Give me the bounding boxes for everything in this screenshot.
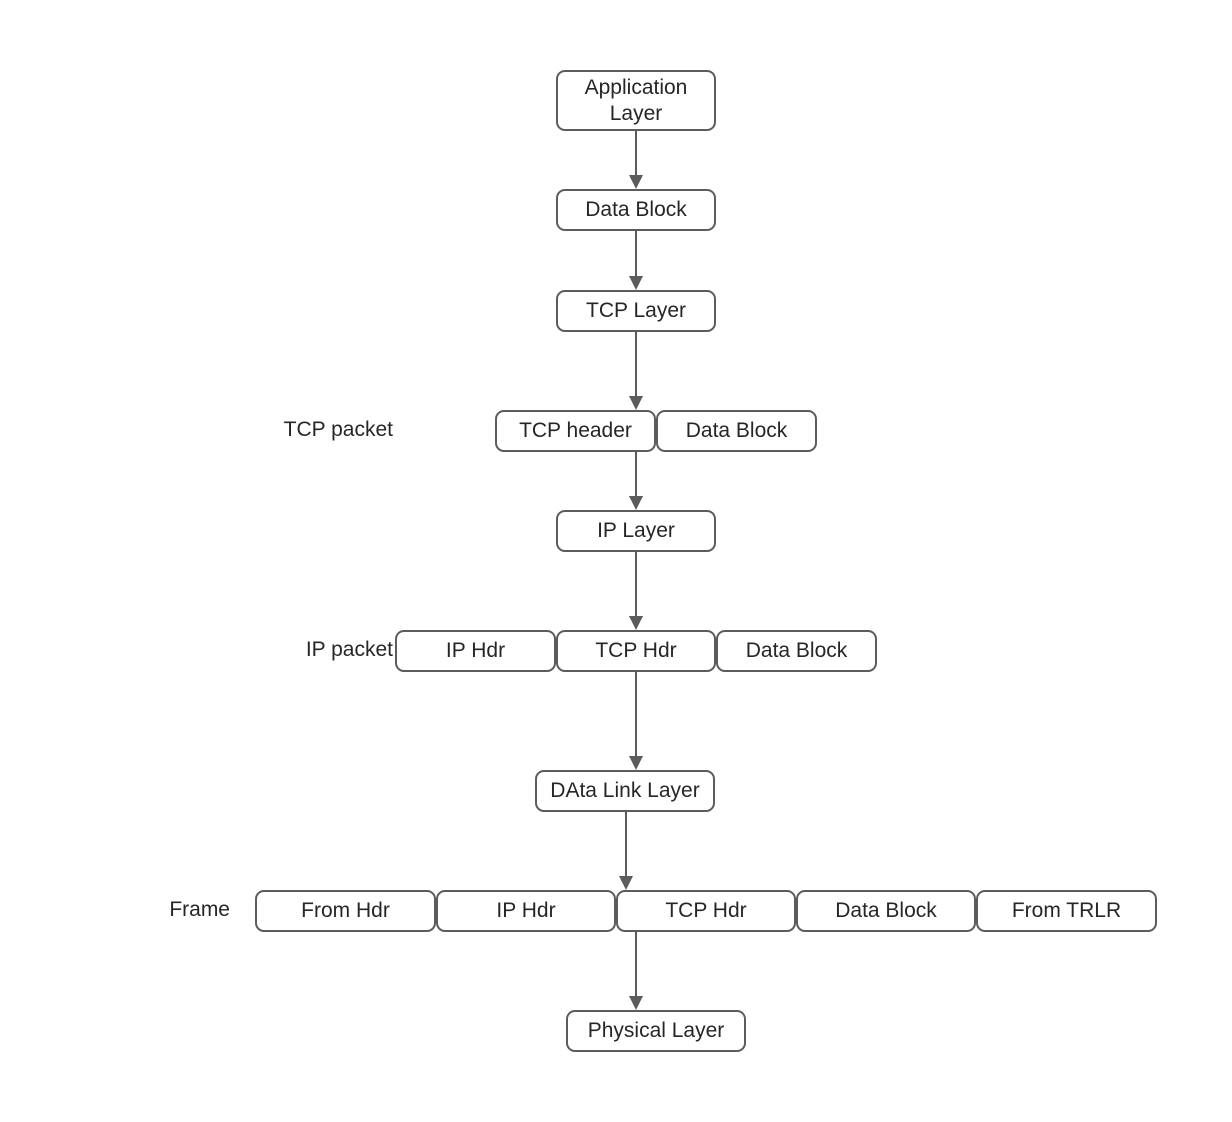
arrow-tcp-layer-to-tcp-packet (629, 332, 643, 410)
segment-ip-packet-data-block[interactable]: Data Block (716, 630, 877, 672)
segment-frame-from-hdr[interactable]: From Hdr (255, 890, 436, 932)
node-data-link-layer[interactable]: DAta Link Layer (535, 770, 715, 812)
segment-frame-data-block[interactable]: Data Block (796, 890, 976, 932)
node-data-block[interactable]: Data Block (556, 189, 716, 231)
segment-frame-from-trlr[interactable]: From TRLR (976, 890, 1157, 932)
segment-ip-packet-tcp-hdr[interactable]: TCP Hdr (556, 630, 716, 672)
segment-tcp-packet-tcp-header[interactable]: TCP header (495, 410, 656, 452)
arrow-ip-packet-to-data-link-layer (629, 672, 643, 770)
node-ip-layer[interactable]: IP Layer (556, 510, 716, 552)
arrow-application-to-data-block (629, 131, 643, 189)
label-ip-packet: IP packet (305, 638, 393, 661)
node-physical-layer[interactable]: Physical Layer (566, 1010, 746, 1052)
label-frame: Frame (169, 898, 230, 921)
arrow-data-link-layer-to-frame (619, 812, 633, 890)
segment-tcp-packet-data-block[interactable]: Data Block (656, 410, 817, 452)
arrow-ip-layer-to-ip-packet (629, 552, 643, 630)
node-tcp-layer[interactable]: TCP Layer (556, 290, 716, 332)
segment-frame-ip-hdr[interactable]: IP Hdr (436, 890, 616, 932)
node-application-layer[interactable]: Application Layer (556, 70, 716, 131)
segment-ip-packet-ip-hdr[interactable]: IP Hdr (395, 630, 556, 672)
arrow-frame-to-physical-layer (629, 932, 643, 1010)
segment-frame-tcp-hdr[interactable]: TCP Hdr (616, 890, 796, 932)
arrow-tcp-packet-to-ip-layer (629, 452, 643, 510)
arrow-data-block-to-tcp-layer (629, 231, 643, 290)
label-tcp-packet: TCP packet (283, 418, 393, 441)
